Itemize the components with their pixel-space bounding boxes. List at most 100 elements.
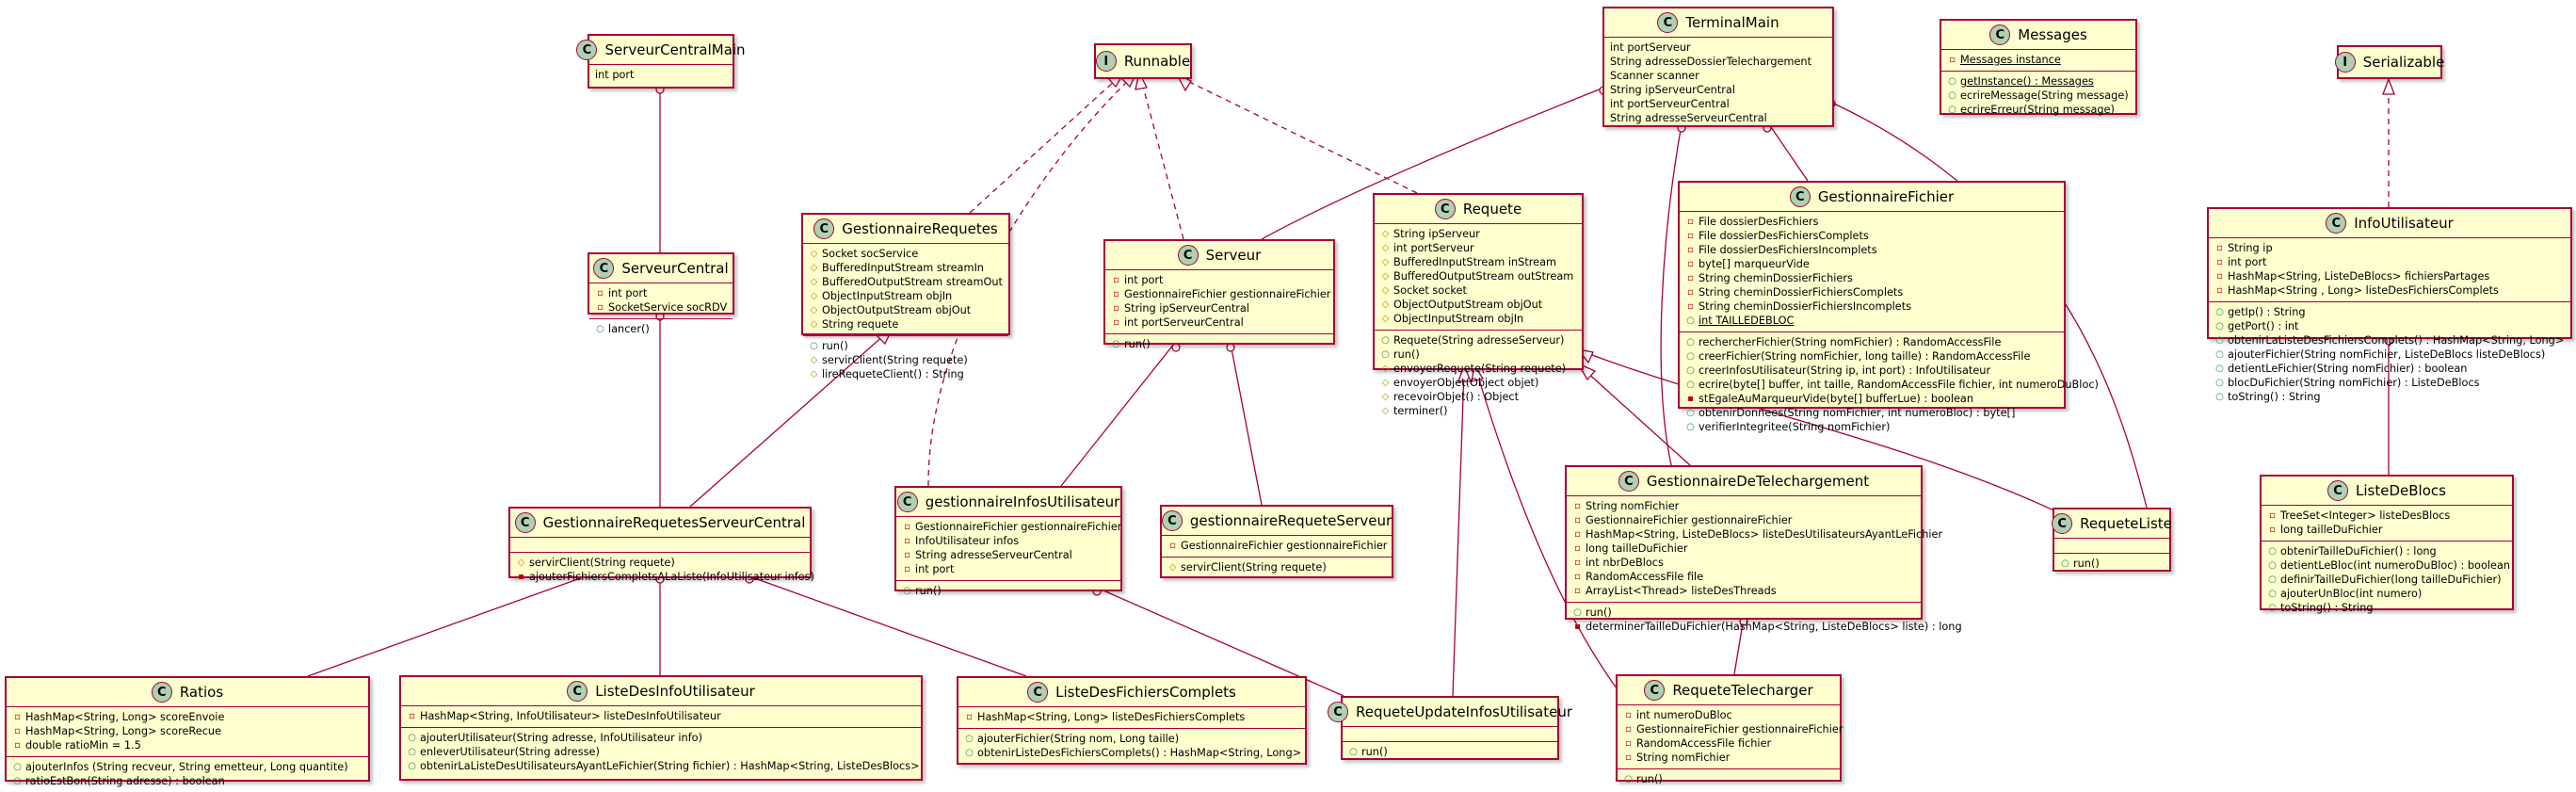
private-icon: ▪ — [518, 572, 524, 582]
public-icon: ○ — [903, 586, 911, 596]
class-name: Ratios — [179, 684, 224, 701]
protected-icon: ◇ — [1381, 392, 1390, 402]
protected-icon: ◇ — [1381, 314, 1390, 324]
class-c-icon: C — [896, 492, 918, 512]
edge-terminal-serveur — [1261, 86, 1607, 240]
class-name: RequeteListe — [2080, 515, 2172, 532]
method: creerInfosUtilisateur(String ip, int por… — [1699, 364, 1991, 377]
public-icon: ○ — [2061, 558, 2069, 569]
public-icon: ○ — [2268, 560, 2277, 571]
public-icon: ○ — [1381, 335, 1390, 346]
class-c-icon: C — [1989, 24, 2011, 45]
class-c-icon: C — [1327, 702, 1348, 722]
attribute: int port — [915, 563, 955, 575]
class-name: GestionnaireRequetesServeurCentral — [542, 514, 806, 531]
arrow-infoutil-serializable — [2382, 77, 2395, 95]
private-icon: ▫ — [1113, 275, 1119, 285]
attribute: File dossierDesFichiersIncomplets — [1699, 244, 1877, 256]
attribute: String cheminDossierFichiers — [1699, 272, 1853, 284]
edge-serveur-gestreqserv — [1230, 343, 1263, 506]
protected-icon: ◇ — [1381, 364, 1390, 374]
attribute: int numeroDuBloc — [1636, 709, 1732, 721]
method: terminer() — [1393, 405, 1448, 417]
private-icon: ▫ — [1574, 543, 1581, 554]
method: creerFichier(String nomFichier, long tai… — [1699, 350, 2031, 363]
edge-requpdate-requete — [1452, 369, 1465, 697]
private-icon: ▫ — [1113, 289, 1119, 299]
attribute: Socket socket — [1393, 284, 1467, 297]
class-c-icon: C — [1177, 245, 1199, 266]
class-name: ListeDesFichiersComplets — [1055, 684, 1236, 701]
attribute: ObjectOutputStream objOut — [1393, 299, 1543, 311]
private-icon: ▫ — [2269, 510, 2276, 521]
method: toString() : String — [2228, 391, 2321, 403]
public-icon: ○ — [408, 733, 416, 743]
public-icon: ○ — [1686, 365, 1695, 376]
class-name: Requete — [1462, 201, 1522, 218]
private-icon: ▫ — [1687, 231, 1694, 241]
method: servirClient(String requete) — [822, 354, 968, 366]
private-icon: ▫ — [14, 712, 21, 722]
class-c-icon: C — [514, 512, 536, 533]
public-icon: ○ — [2215, 364, 2224, 374]
method: definirTailleDuFichier(long tailleDuFich… — [2280, 574, 2502, 586]
class-c-icon: C — [151, 682, 172, 703]
edge-serveur-gestinfos — [1060, 343, 1175, 487]
class-c-icon: C — [2327, 480, 2349, 501]
edge-gestdetel-requete — [1584, 369, 1691, 466]
private-icon: ▫ — [1687, 301, 1694, 312]
attribute: Messages instance — [1960, 54, 2061, 66]
public-icon: ○ — [1686, 351, 1695, 362]
class-c-icon: C — [1657, 12, 1679, 33]
public-icon: ○ — [1573, 607, 1582, 618]
attribute: File dossierDesFichiers — [1699, 216, 1819, 228]
edge-gestrsc-ratios — [307, 575, 587, 677]
private-icon: ▫ — [2216, 257, 2223, 267]
private-icon: ▫ — [2216, 243, 2223, 253]
attribute: BufferedInputStream streamIn — [822, 262, 984, 274]
class-name: RequeteTelecharger — [1672, 682, 1813, 699]
class-c-icon: C — [593, 258, 615, 279]
method: Requete(String adresseServeur) — [1393, 334, 1565, 347]
method: rechercherFichier(String nomFichier) : R… — [1699, 336, 2002, 348]
class-name: Serveur — [1205, 247, 1262, 264]
private-icon: ▫ — [1169, 541, 1176, 551]
attribute: HashMap<String, Long> listeDesFichiersCo… — [977, 711, 1246, 723]
edge-requeteliste-requete — [1584, 351, 2063, 515]
method: obtenirTailleDuFichier() : long — [2280, 545, 2437, 558]
attribute: HashMap<String, ListeDeBlocs> listeDesUt… — [1586, 528, 1943, 541]
attribute: TreeSet<Integer> listeDesBlocs — [2280, 509, 2451, 522]
public-icon: ○ — [2268, 574, 2277, 585]
edge-serveur-runnable — [1140, 78, 1184, 240]
public-icon: ○ — [965, 734, 974, 744]
private-icon: ▫ — [2216, 285, 2223, 296]
protected-icon: ◇ — [1168, 562, 1177, 573]
edge-gestrsc-gestrequetes — [689, 333, 886, 508]
public-icon: ○ — [1686, 315, 1695, 326]
attribute: int port — [2228, 256, 2267, 268]
attribute: int port — [608, 287, 648, 299]
protected-icon: ◇ — [1381, 285, 1390, 296]
private-icon: ▫ — [1687, 217, 1694, 227]
public-icon: ○ — [2268, 546, 2277, 557]
method: toString() : String — [2280, 602, 2374, 614]
class-name: TerminalMain — [1685, 14, 1779, 31]
interface-i-icon: I — [2334, 52, 2356, 73]
public-icon: ○ — [2215, 392, 2224, 402]
attribute: int portServeurCentral — [1610, 98, 1730, 110]
attribute: ObjectInputStream objIn — [1393, 313, 1524, 325]
class-name: InfoUtilisateur — [2354, 215, 2454, 232]
method: ajouterUnBloc(int numero) — [2280, 588, 2423, 600]
method: envoyerObjet(Object objet) — [1393, 377, 1539, 389]
